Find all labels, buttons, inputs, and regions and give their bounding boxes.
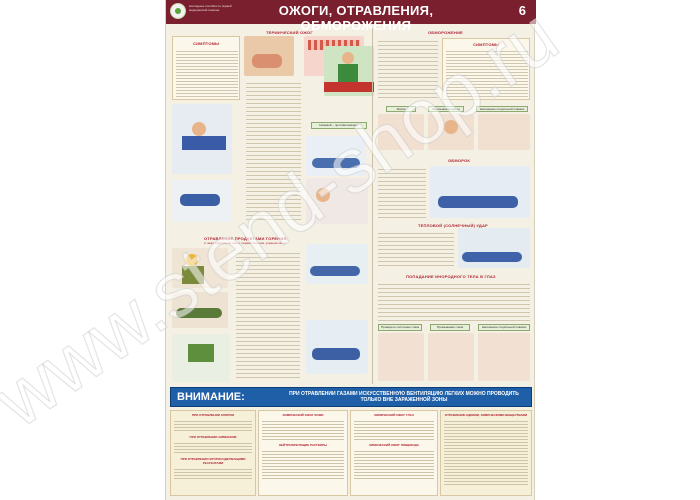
- eye-bandage-illustration: [478, 333, 530, 381]
- poster-number: 6: [518, 3, 526, 18]
- caustic-poisoning-title: ОТРАВЛЕНИЕ ЕДКИМИ, ХИМИЧЕСКИМИ ВЕЩЕСТВАМ…: [444, 413, 528, 417]
- resuscitation-illustration: [306, 244, 368, 284]
- eye-text: [378, 281, 530, 321]
- section-combustion-poisoning: ОТРАВЛЕНИЕ ПРОДУКТАМИ ГОРЕНИЯ,: [204, 236, 288, 241]
- mask-label: Маска: [386, 106, 416, 112]
- heat-stroke-illustration: [458, 228, 530, 268]
- symptoms-box: СИМПТОМЫ: [172, 36, 240, 100]
- eye-drop-label: Закапывание капли: [428, 106, 464, 112]
- frostbite-bandage-illustration: [478, 114, 530, 150]
- poster-header: Наглядные пособия по первой медицинской …: [166, 0, 536, 33]
- drinking-illustration: [306, 178, 368, 224]
- frostbite-text: [378, 38, 438, 98]
- fainting-text: [378, 166, 426, 218]
- firefighter-illustration: [172, 248, 228, 288]
- lying-patient-illustration: [306, 136, 366, 176]
- legs-illustration: [172, 180, 232, 222]
- neck-spine-label: Ножевой – противопоказан?: [311, 122, 367, 129]
- chlorine-column: ПРИ ОТРАВЛЕНИИ ХЛОРОМ ПРИ ОТРАВЛЕНИИ АММ…: [170, 410, 256, 496]
- section-heat-stroke: ТЕПЛОВОЙ (СОЛНЕЧНЫЙ) УДАР: [418, 223, 488, 228]
- warning-text: ПРИ ОТРАВЛЕНИИ ГАЗАМИ ИСКУССТВЕННУЮ ВЕНТ…: [289, 391, 519, 403]
- frostbite-symptoms-box: СИМПТОМЫ: [442, 38, 530, 100]
- combustion-subtitle: а также природным газом, парами бензина,…: [204, 241, 286, 245]
- bandage-label: Наложение стерильной повязки: [476, 106, 528, 112]
- skin-burn-column: ХИМИЧЕСКИЙ ОЖОГ КОЖИ НЕЙТРАЛИЗУЮЩИЕ РАСТ…: [258, 410, 348, 496]
- combustion-instructions-text: [236, 250, 300, 380]
- frostbite-hand-illustration: [378, 114, 424, 150]
- burn-hand-illustration: [244, 36, 294, 76]
- ammonia-illustration: [172, 334, 230, 382]
- frostbite-symptoms-title: СИМПТОМЫ: [473, 42, 500, 47]
- neutralizing-title: НЕЙТРАЛИЗУЮЩИЕ РАСТВОРЫ: [278, 443, 328, 447]
- esophagus-burn-title: ХИМИЧЕСКИЙ ОЖОГ ПИЩЕВОДА: [369, 443, 419, 447]
- frostbite-face-illustration: [428, 114, 474, 150]
- symptoms-text-lines: [176, 49, 238, 97]
- column-divider: [372, 28, 373, 384]
- symptoms-title: СИМПТОМЫ: [193, 41, 220, 46]
- logo-icon: [170, 3, 186, 19]
- warning-title: ВНИМАНИЕ:: [177, 391, 245, 403]
- eye-check-illustration: [378, 333, 424, 381]
- page-title: ОЖОГИ, ОТРАВЛЕНИЯ, ОБМОРОЖЕНИЯ: [278, 3, 434, 33]
- heat-stroke-text: [378, 230, 454, 266]
- org-text: Наглядные пособия по первой медицинской …: [189, 4, 232, 12]
- rinse-label: Промывание глаза: [430, 324, 470, 331]
- skin-burn-title: ХИМИЧЕСКИЙ ОЖОГ КОЖИ: [282, 413, 324, 417]
- warning-banner: ВНИМАНИЕ: ПРИ ОТРАВЛЕНИИ ГАЗАМИ ИСКУССТВ…: [170, 387, 532, 407]
- poster: Наглядные пособия по первой медицинской …: [165, 0, 536, 500]
- burn-instructions-text: [246, 80, 301, 220]
- cooling-burn-illustration: [172, 104, 232, 174]
- section-thermal-burn: ТЕРМИЧЕСКИЙ ОЖОГ: [266, 30, 313, 35]
- eye-burn-column: ХИМИЧЕСКИЙ ОЖОГ ГЛАЗ ХИМИЧЕСКИЙ ОЖОГ ПИЩ…: [350, 410, 438, 496]
- fluorine-title: ПРИ ОТРАВЛЕНИИ ФТОРОСОДЕРЖАЩИМИ РЕАГЕНТА…: [180, 457, 246, 465]
- caustic-poisoning-column: ОТРАВЛЕНИЕ ЕДКИМИ, ХИМИЧЕСКИМИ ВЕЩЕСТВАМ…: [440, 410, 532, 496]
- eye-check-label: Проверьте состояние глаза: [378, 324, 422, 331]
- carry-victim-illustration: [172, 292, 228, 328]
- section-foreign-body-eye: ПОПАДАНИЕ ИНОРОДНОГО ТЕЛА В ГЛАЗ: [406, 274, 496, 279]
- chlorine-title: ПРИ ОТРАВЛЕНИИ ХЛОРОМ: [192, 413, 234, 417]
- eye-rinse-illustration: [428, 333, 474, 381]
- eye-burn-title: ХИМИЧЕСКИЙ ОЖОГ ГЛАЗ: [374, 413, 414, 417]
- ammonia-title: ПРИ ОТРАВЛЕНИИ АММИАКОМ: [189, 435, 237, 439]
- section-frostbite: ОБМОРОЖЕНИЕ: [428, 30, 464, 35]
- fainting-illustration: [430, 166, 530, 218]
- frostbite-symptoms-lines: [446, 49, 528, 97]
- section-fainting: ОБМОРОК: [448, 158, 470, 163]
- apply-bandage-label: Наложение стерильной повязки: [478, 324, 530, 331]
- rescuer-illustration: [324, 46, 374, 96]
- recovery-position-illustration: [306, 320, 368, 374]
